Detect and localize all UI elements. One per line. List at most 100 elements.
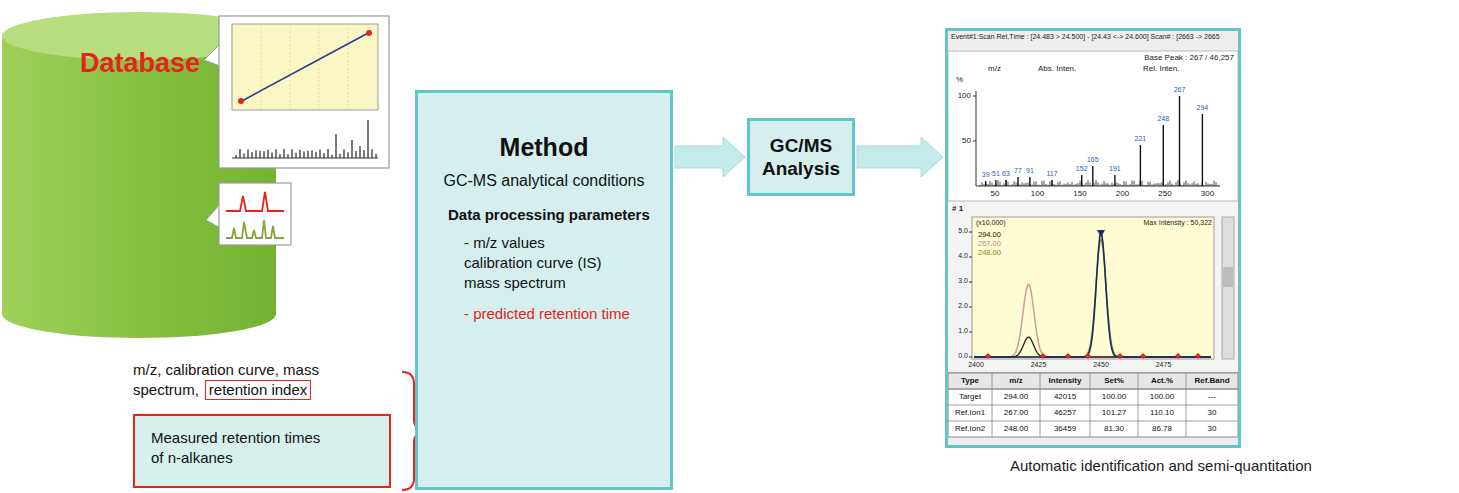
art-shape [1034, 182, 1035, 186]
chromatogram-icon [219, 183, 291, 245]
art-shape [1216, 182, 1217, 186]
screen-text: 5.0 [958, 227, 968, 235]
art-shape [1052, 181, 1053, 186]
art-shape [1002, 185, 1003, 186]
screen-text: 4.0 [958, 252, 968, 260]
art-shape [1150, 182, 1151, 186]
screen-text: m/z [1009, 376, 1022, 385]
art-shape [1004, 183, 1005, 186]
art-shape [1140, 353, 1146, 359]
chromatogram-panel [972, 217, 1214, 359]
process-box: GC/MS Analysis [747, 118, 855, 196]
art-shape [1130, 184, 1131, 186]
art-shape [985, 353, 991, 359]
art-shape [985, 181, 986, 186]
screen-text: 39 [982, 171, 990, 179]
art-shape [1160, 183, 1161, 186]
art-shape [261, 24, 262, 110]
screen-text: --- [1208, 392, 1216, 401]
screen-text: # 1 [952, 204, 963, 213]
art-shape [1066, 184, 1067, 186]
art-shape [1195, 353, 1201, 359]
art-shape [1175, 353, 1181, 359]
art-shape [988, 184, 989, 186]
art-shape [1179, 96, 1180, 186]
note-box: Measured retention times of n-alkanes [133, 414, 391, 488]
screen-text: 267.00 [978, 240, 1001, 249]
screen-text: 81.30 [1104, 424, 1124, 433]
screen-text: 2.0 [958, 302, 968, 310]
art-shape [291, 149, 292, 158]
screen-text: 191 [1109, 165, 1121, 173]
screen-text: 1.0 [958, 327, 968, 335]
art-shape [1040, 373, 1041, 437]
screen-text: 86.78 [1152, 424, 1172, 433]
screen-text: 0.0 [958, 352, 968, 360]
node-text: Database [80, 48, 200, 79]
art-shape [1040, 185, 1041, 186]
art-shape [1060, 181, 1061, 186]
art-shape [1120, 184, 1121, 186]
art-shape [1022, 183, 1023, 186]
art-shape [969, 257, 972, 258]
art-shape [1128, 185, 1129, 186]
art-shape [1182, 185, 1183, 186]
art-shape [1144, 185, 1145, 186]
art-shape [1096, 180, 1097, 186]
art-shape [984, 184, 985, 186]
art-shape [1110, 185, 1111, 186]
screen-text: Base Peak : 267 / 46,257 [1144, 53, 1234, 62]
screen-text: Event#1:Scan Ret.Time : [24.483 > 24.500… [951, 33, 1235, 41]
art-shape [1051, 180, 1052, 186]
art-shape [1112, 182, 1113, 186]
art-shape [990, 181, 991, 186]
art-shape [327, 149, 328, 158]
art-shape [1122, 185, 1123, 186]
art-shape [1114, 175, 1115, 186]
art-shape [1017, 177, 1018, 186]
screen-text: 50 [962, 136, 971, 145]
block-arrow [857, 137, 943, 177]
art-shape [948, 373, 1238, 389]
art-shape [1186, 180, 1187, 186]
art-shape [232, 24, 233, 110]
art-shape [1046, 184, 1047, 186]
screen-text: Target [959, 392, 981, 401]
art-shape [239, 149, 240, 158]
art-shape [295, 153, 296, 158]
art-shape [1178, 180, 1179, 186]
art-shape [1154, 184, 1155, 186]
screen-text: 36459 [1054, 424, 1076, 433]
art-shape [1078, 183, 1079, 186]
result-screenshot: Automatic identification and semi-quanti… [945, 28, 1241, 448]
calibration-plot [232, 24, 378, 110]
art-shape [1204, 185, 1205, 186]
art-shape [251, 152, 252, 158]
art-shape [1136, 184, 1137, 186]
screen-text: 300 [1201, 189, 1214, 198]
screen-text: Ref.Ion1 [955, 408, 985, 417]
art-shape [982, 182, 983, 186]
screen-text: 100.00 [1102, 392, 1126, 401]
art-shape [371, 149, 372, 158]
art-shape [319, 150, 320, 158]
art-shape [348, 24, 349, 110]
art-shape [1016, 182, 1017, 186]
art-shape [335, 134, 336, 158]
art-shape [1222, 217, 1234, 359]
screen-text: 100.00 [1150, 392, 1174, 401]
art-shape [351, 140, 352, 158]
art-shape [1024, 183, 1025, 186]
screen-text: Act.% [1151, 376, 1173, 385]
art-shape [1106, 183, 1107, 186]
art-shape [948, 202, 1238, 370]
art-shape [238, 98, 244, 104]
art-shape [1214, 181, 1215, 186]
screen-text: 294.00 [1004, 392, 1028, 401]
art-shape [1098, 182, 1099, 186]
callout-panel [219, 16, 389, 168]
art-shape [1088, 180, 1089, 186]
screen-text: 117 [1046, 170, 1057, 178]
art-shape [1094, 183, 1095, 186]
art-shape [1138, 184, 1139, 186]
